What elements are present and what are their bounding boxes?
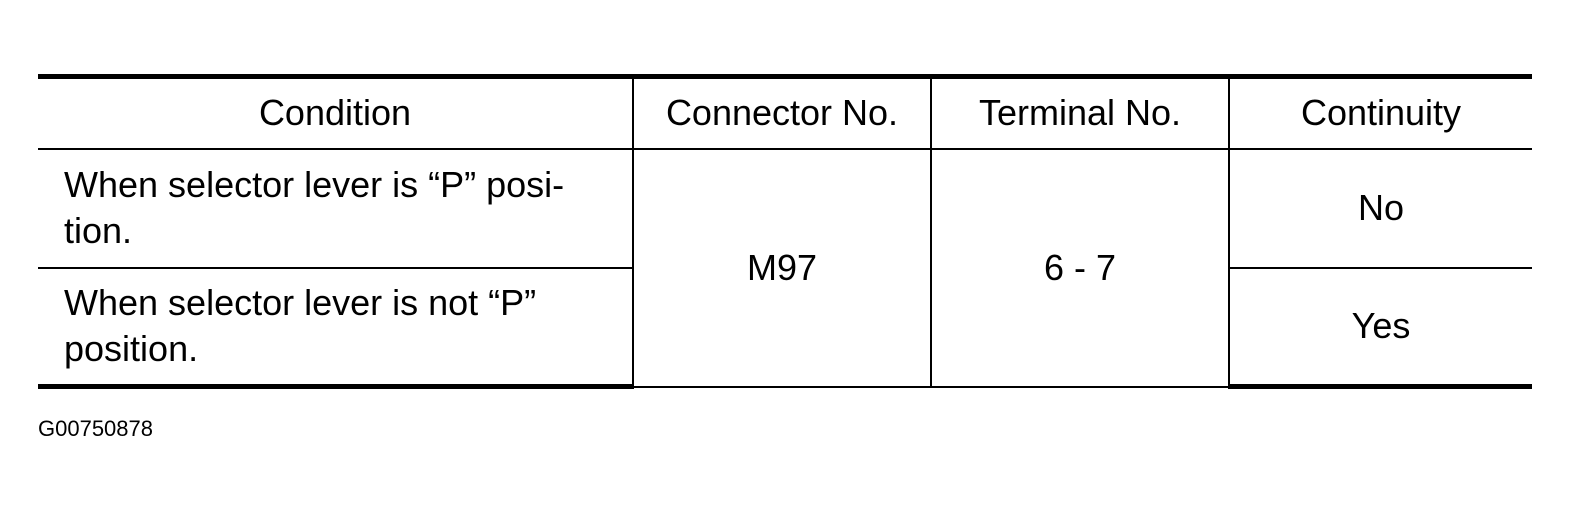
- continuity-spec-table: Condition Connector No. Terminal No. Con…: [38, 74, 1532, 389]
- table-row: When selector lever is “P” posi-tion. M9…: [38, 148, 1532, 388]
- header-connector-no: Connector No.: [632, 74, 932, 150]
- condition-cell: When selector lever is “P” posi-tion.: [38, 148, 634, 269]
- terminal-cell: 6 - 7: [930, 148, 1230, 388]
- table-row: When selector lever is not “P” position.…: [38, 267, 1532, 389]
- connector-cell: M97: [632, 148, 932, 388]
- continuity-cell: Yes: [1228, 267, 1532, 389]
- condition-cell: When selector lever is not “P” position.: [38, 267, 634, 389]
- header-condition: Condition: [38, 74, 634, 150]
- header-continuity: Continuity: [1228, 74, 1532, 150]
- table-header-row: Condition Connector No. Terminal No. Con…: [38, 74, 1532, 150]
- figure-id-label: G00750878: [38, 416, 153, 441]
- header-terminal-no: Terminal No.: [930, 74, 1230, 150]
- continuity-cell: No: [1228, 148, 1532, 269]
